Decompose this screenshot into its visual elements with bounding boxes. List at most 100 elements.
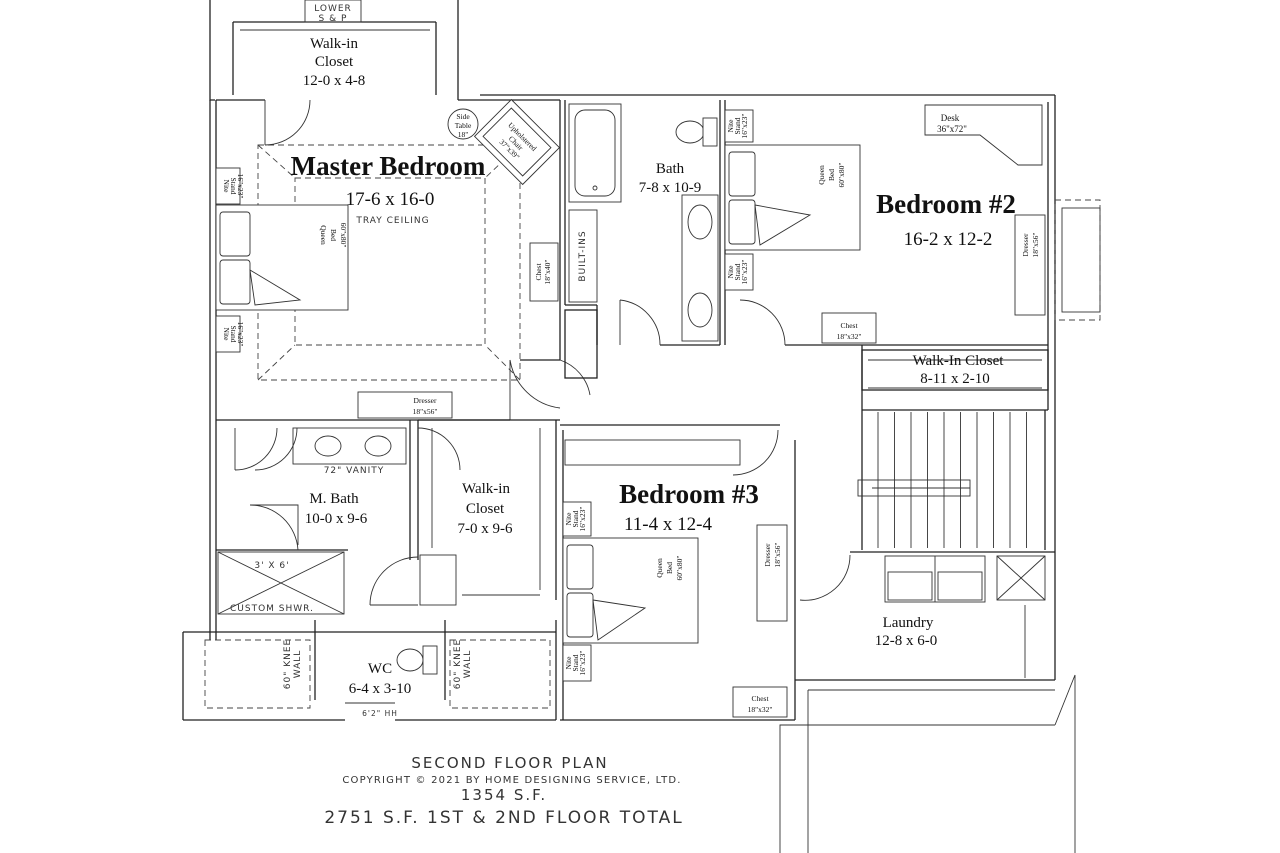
svg-text:Nite: Nite: [222, 180, 231, 194]
mbath-name: M. Bath: [309, 491, 359, 507]
staircase: [857, 410, 1046, 550]
master-bed-label-2: Bed: [329, 229, 338, 241]
master-nite-stand-bottom: Nite Stand 16"x23": [215, 315, 245, 353]
lower-sp-note: LOWER S & P: [304, 0, 362, 24]
svg-text:18"x32": 18"x32": [837, 332, 862, 341]
svg-text:Queen: Queen: [817, 165, 826, 185]
svg-text:Chest: Chest: [751, 694, 769, 703]
svg-text:Side: Side: [456, 112, 470, 121]
svg-text:60" KNEE: 60" KNEE: [283, 639, 293, 689]
bedroom-3: Queen Bed 60"x80" Nite Stand 16"x23" Nit…: [560, 424, 788, 720]
hall-bath: BUILT-INS Bath 7-8 x 10-9: [564, 100, 721, 346]
builtins-label: BUILT-INS: [578, 230, 588, 281]
svg-text:Dresser: Dresser: [763, 543, 772, 566]
plan-caption: SECOND FLOOR PLAN COPYRIGHT © 2021 BY HO…: [324, 754, 683, 828]
master-nite-stand-top: Nite Stand 16"x23": [215, 167, 245, 205]
svg-text:Bed: Bed: [827, 169, 836, 181]
svg-text:16"x23": 16"x23": [740, 260, 749, 285]
shower-size: 3' X 6': [254, 561, 289, 571]
svg-text:Stand: Stand: [571, 510, 580, 527]
side-table: Side Table 18": [447, 108, 479, 140]
svg-text:Nite: Nite: [564, 656, 573, 670]
walkin-closet-3: Walk-in Closet 7-0 x 9-6: [369, 419, 560, 606]
master-bed-label-3: 60"x80": [339, 223, 348, 248]
master-dresser: Dresser 18"x56": [357, 391, 453, 419]
walkin2-dim: 8-11 x 2-10: [920, 371, 989, 387]
wc-hh: 6'2" HH: [362, 709, 398, 718]
svg-text:60" KNEE: 60" KNEE: [453, 639, 463, 689]
svg-text:Nite: Nite: [222, 328, 231, 342]
svg-text:18"x40": 18"x40": [543, 260, 552, 285]
svg-text:Dresser: Dresser: [1021, 233, 1030, 256]
caption-total: 2751 S.F. 1ST & 2ND FLOOR TOTAL: [324, 808, 683, 828]
upholstered-chair: Upholstered Chair 37"x39": [473, 98, 561, 186]
master-queen-bed: Queen Bed 60"x80": [215, 204, 349, 311]
svg-text:Dresser: Dresser: [414, 396, 437, 405]
svg-text:Bed: Bed: [665, 562, 674, 574]
bedroom-2: Queen Bed 60"x80" Nite Stand 16"x23" Nit…: [724, 100, 1048, 346]
tray-ceiling-label: TRAY CEILING: [355, 216, 429, 226]
master-bath: 72" VANITY 3' X 6' CUSTOM SHWR. M. Bath …: [216, 420, 419, 615]
svg-text:18": 18": [458, 130, 469, 139]
walkin3-dim: 7-0 x 9-6: [458, 521, 513, 537]
walkin-master-name1: Walk-in: [310, 36, 358, 52]
svg-text:Stand: Stand: [229, 177, 238, 194]
svg-text:16"x23": 16"x23": [578, 651, 587, 676]
wc-dim: 6-4 x 3-10: [349, 681, 412, 697]
svg-text:Chest: Chest: [534, 263, 543, 281]
svg-text:18"x56": 18"x56": [773, 543, 782, 568]
svg-text:Nite: Nite: [726, 119, 735, 133]
mbath-dim: 10-0 x 9-6: [305, 511, 368, 527]
svg-text:Stand: Stand: [733, 263, 742, 280]
caption-title: SECOND FLOOR PLAN: [411, 754, 608, 772]
bath-dim: 7-8 x 10-9: [639, 180, 702, 196]
wc-area: 60" KNEE WALL 60" KNEE WALL WC 6-4 x 3-1…: [182, 620, 557, 721]
svg-text:16"x23": 16"x23": [236, 174, 245, 199]
walkin-master-name2: Closet: [315, 54, 354, 70]
exterior-walls: [209, 0, 1101, 853]
svg-text:Stand: Stand: [571, 654, 580, 671]
svg-text:LOWER: LOWER: [314, 4, 352, 14]
svg-text:Queen: Queen: [655, 558, 664, 578]
svg-text:Stand: Stand: [733, 117, 742, 134]
bedroom3-title: Bedroom #3: [619, 479, 759, 509]
svg-text:16"x23": 16"x23": [740, 114, 749, 139]
walkin-closet-2: Walk-In Closet 8-11 x 2-10: [861, 345, 1049, 411]
walkin3-name1: Walk-in: [462, 481, 510, 497]
svg-text:16"x23": 16"x23": [236, 322, 245, 347]
bedroom3-dim: 11-4 x 12-4: [624, 514, 712, 535]
svg-text:Desk: Desk: [941, 113, 960, 123]
svg-text:36"x72": 36"x72": [937, 124, 967, 134]
bath-name: Bath: [656, 161, 685, 177]
svg-text:18"x32": 18"x32": [748, 705, 773, 714]
svg-text:Nite: Nite: [726, 265, 735, 279]
bedroom2-title: Bedroom #2: [876, 189, 1016, 219]
walkin2-name: Walk-In Closet: [913, 353, 1005, 369]
walkin-master-dim: 12-0 x 4-8: [303, 73, 366, 89]
laundry-name: Laundry: [883, 615, 934, 631]
caption-area: 1354 S.F.: [461, 786, 547, 804]
bedroom2-dim: 16-2 x 12-2: [904, 229, 993, 250]
svg-text:18"x56": 18"x56": [413, 407, 438, 416]
svg-text:16"x23": 16"x23": [578, 507, 587, 532]
caption-copyright: COPYRIGHT © 2021 BY HOME DESIGNING SERVI…: [342, 775, 681, 786]
shower-label: CUSTOM SHWR.: [230, 604, 314, 614]
svg-text:Nite: Nite: [564, 512, 573, 526]
wc-name: WC: [368, 661, 392, 677]
svg-text:Chest: Chest: [840, 321, 858, 330]
master-bed-label-1: Queen: [319, 225, 328, 245]
walkin3-name2: Closet: [466, 501, 505, 517]
svg-text:WALL: WALL: [293, 650, 303, 679]
master-bedroom-dim: 17-6 x 16-0: [346, 189, 435, 210]
master-bedroom-title: Master Bedroom: [291, 151, 486, 181]
svg-text:18"x56": 18"x56": [1031, 233, 1040, 258]
svg-text:S & P: S & P: [319, 14, 348, 24]
svg-text:Stand: Stand: [229, 325, 238, 342]
laundry-dim: 12-8 x 6-0: [875, 633, 938, 649]
laundry: Laundry 12-8 x 6-0: [799, 551, 1055, 678]
master-chest: Chest 18"x40": [529, 242, 559, 302]
svg-text:60"x80": 60"x80": [837, 163, 846, 188]
svg-text:WALL: WALL: [463, 650, 473, 679]
svg-text:60"x80": 60"x80": [675, 556, 684, 581]
